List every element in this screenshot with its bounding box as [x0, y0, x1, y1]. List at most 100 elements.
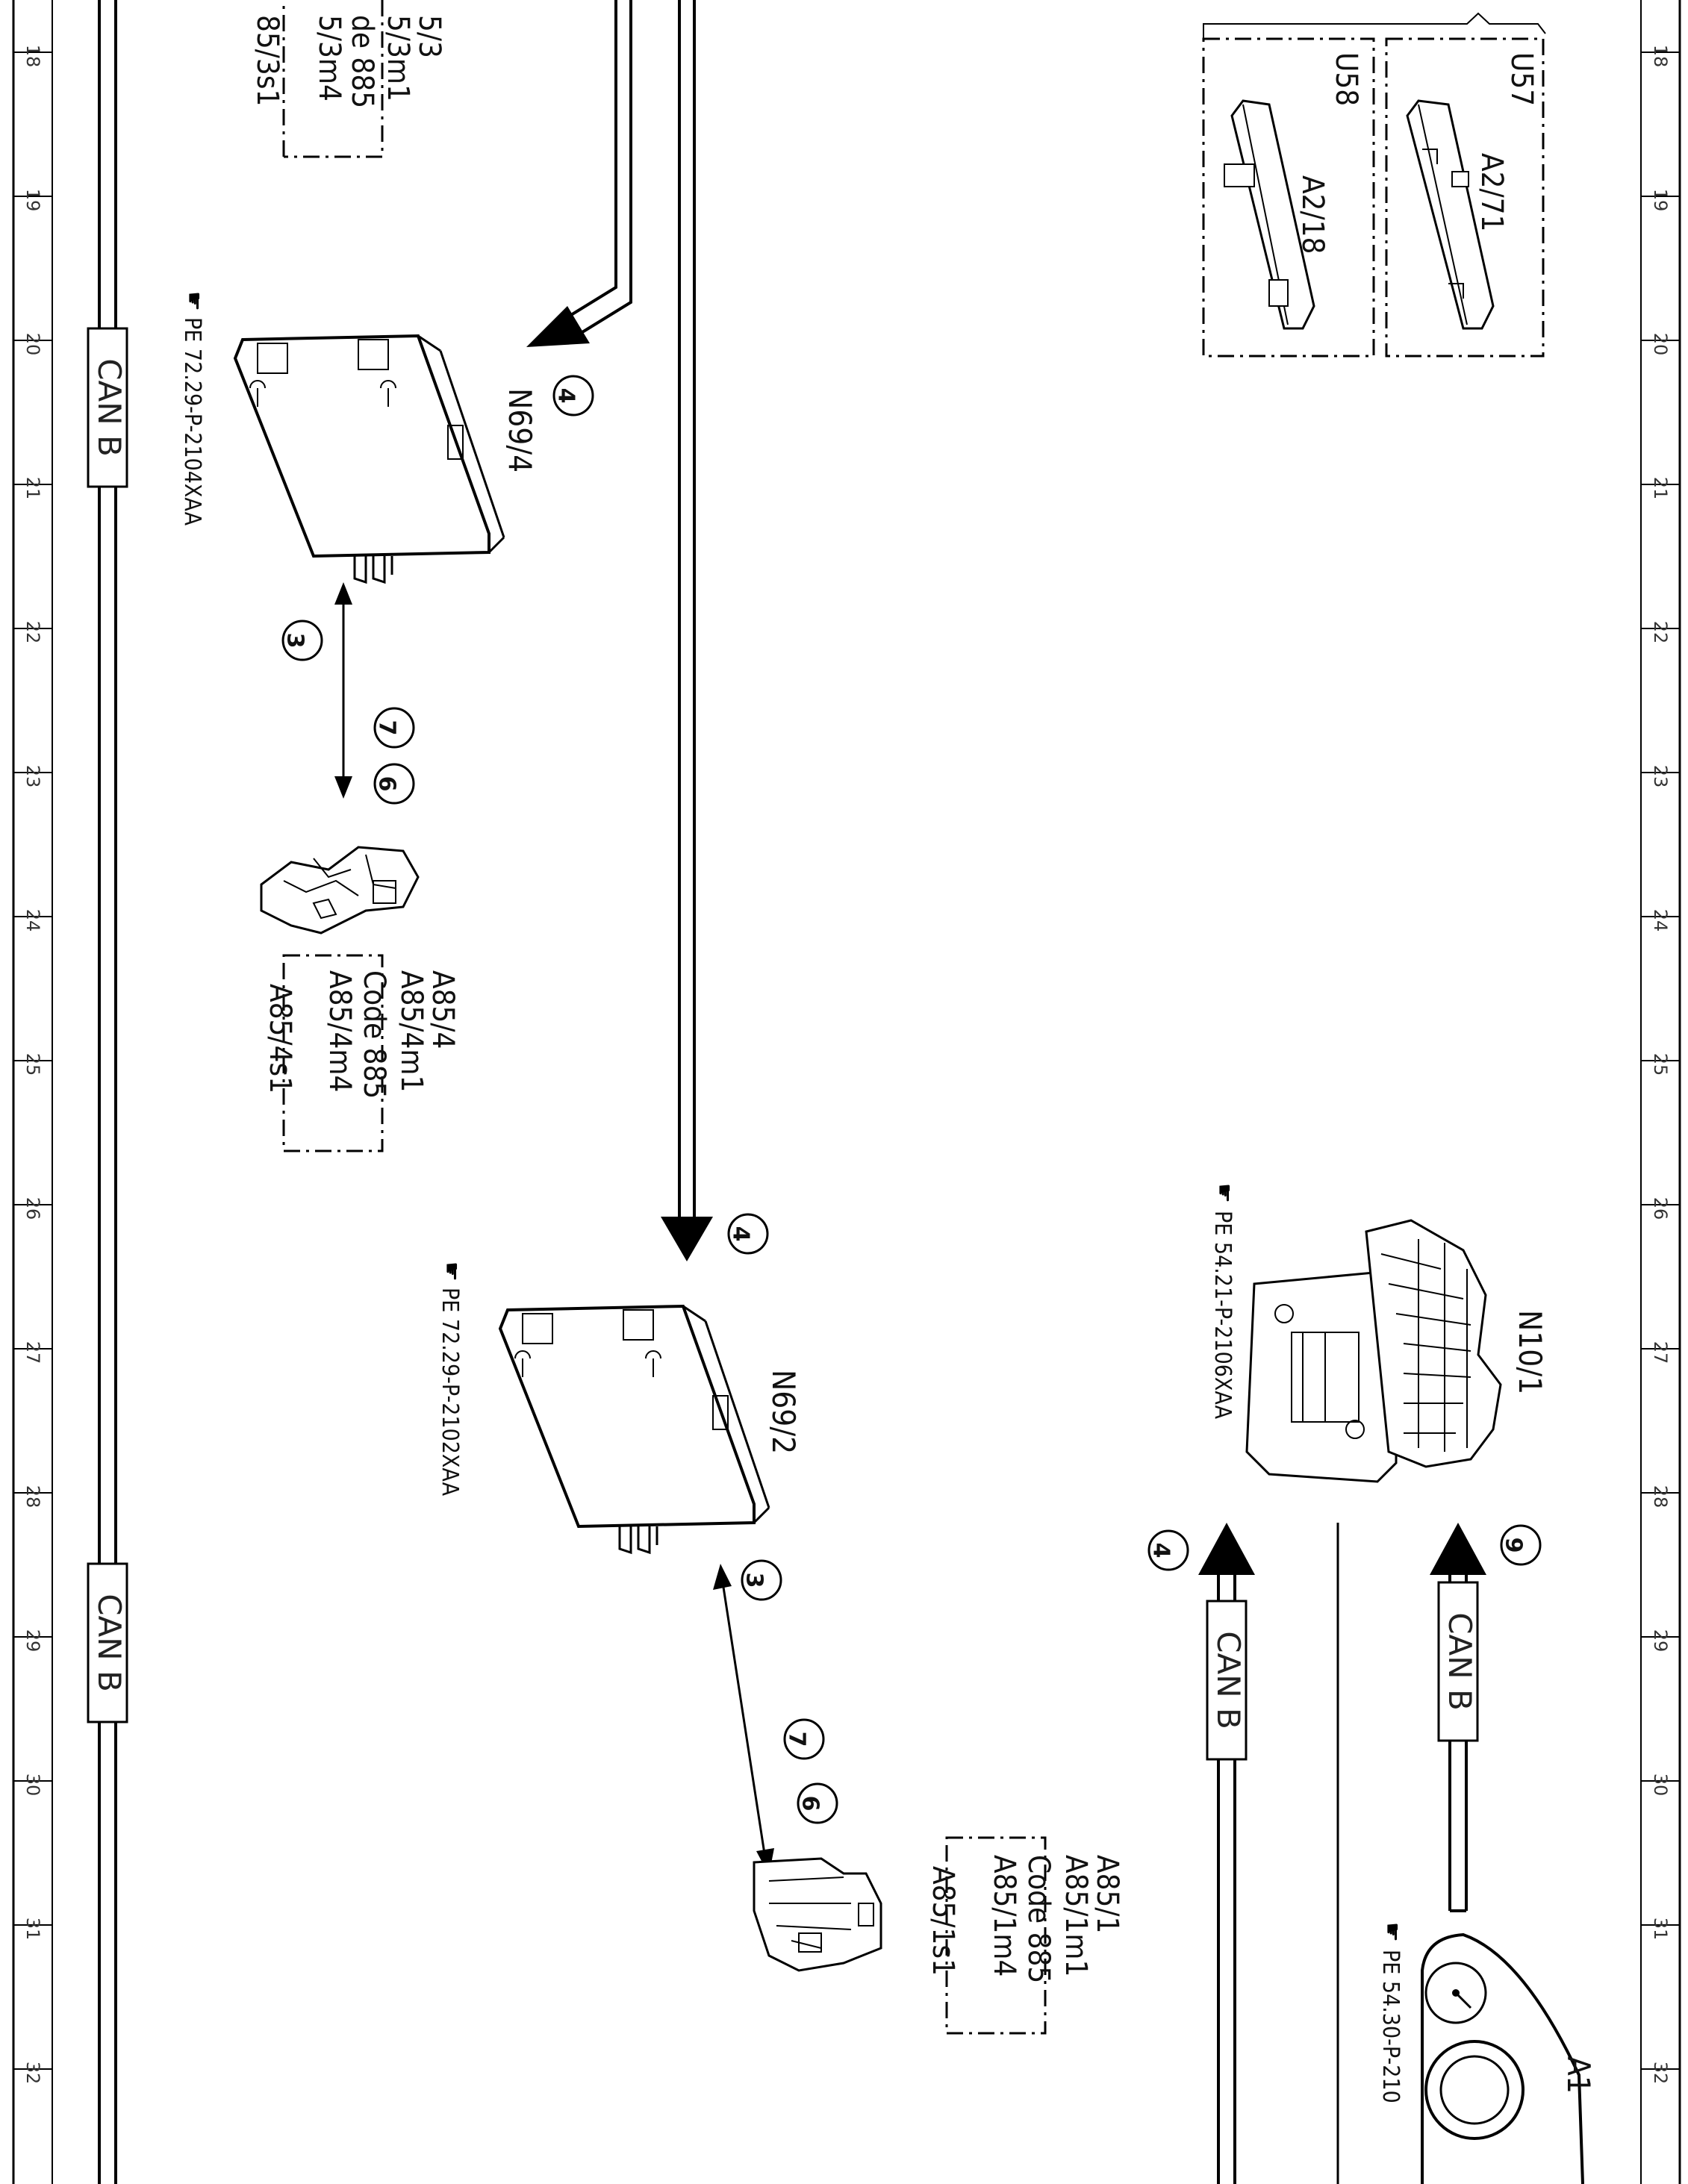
grid-number-right: 21 — [1650, 477, 1671, 500]
pe-ref-n10-1: ☛ PE 54.21-P-2106XAA — [1209, 1183, 1236, 1420]
a85-3-line5: 85/3s1 — [250, 15, 284, 106]
svg-text:6: 6 — [797, 1796, 823, 1812]
a85-1-line4: A85/1m4 — [987, 1855, 1021, 1976]
a85-3-block: 5/3 5/3m1 de 885 5/3m4 85/3s1 — [250, 0, 446, 158]
a85-3-code: de 885 — [345, 15, 379, 108]
svg-text:3: 3 — [741, 1573, 767, 1588]
actuator-a85-1 — [753, 1857, 882, 1972]
grid-number-right: 24 — [1650, 909, 1671, 932]
control-unit-n10-1: N10/1 ☛ PE 54.21-P-2106XAA — [1209, 1183, 1548, 1483]
grid-number-right: 19 — [1650, 189, 1671, 212]
a85-3-line4: 5/3m4 — [312, 15, 346, 102]
can-b-label-right-lower: CAN B — [1210, 1631, 1247, 1729]
u58-label: U58 — [1329, 52, 1363, 106]
sensor-a2-18-icon — [1224, 99, 1315, 330]
grid-number-right: 29 — [1650, 1629, 1671, 1653]
module-group-u57-u58: U58 A2/18 U57 A2/71 — [1202, 12, 1546, 358]
pe-ref-n69-4-text: PE 72.29-P-2104XAA — [179, 317, 205, 526]
a85-4-code: Code 885 — [357, 970, 391, 1099]
can-b-bus-right-single: CAN B — [1430, 1523, 1486, 1912]
pe-ref-n10-1-text: PE 54.21-P-2106XAA — [1209, 1211, 1236, 1420]
marker-4-top: 4 — [552, 375, 594, 416]
n10-1-label: N10/1 — [1512, 1310, 1548, 1394]
svg-text:6: 6 — [374, 776, 400, 792]
marker-4-mid: 4 — [727, 1213, 769, 1255]
grid-number-right: 32 — [1650, 2062, 1671, 2085]
can-b-bus-left: CAN B CAN B — [87, 0, 128, 2184]
marker-4-right: 4 — [1147, 1529, 1189, 1571]
sensor-a2-71-icon — [1406, 99, 1495, 330]
grid-number-right: 23 — [1650, 765, 1671, 788]
grid-number-left: 32 — [22, 2062, 43, 2085]
marker-9-right: 9 — [1500, 1524, 1542, 1566]
a85-3-line2: 5/3m1 — [381, 15, 415, 102]
a85-4-line5: A85/4s1 — [263, 984, 297, 1093]
a85-1-line5: A85/1s1 — [926, 1866, 960, 1976]
grid-number-left: 18 — [22, 45, 43, 68]
grid-number-left: 22 — [22, 621, 43, 644]
marker-7-lower: 7 — [783, 1718, 825, 1760]
gauge-small-icon — [1424, 1962, 1487, 2024]
can-b-label-left-upper: CAN B — [91, 358, 128, 457]
n69-4-label: N69/4 — [502, 388, 538, 472]
grid-number-right: 31 — [1650, 1918, 1671, 1941]
svg-text:7: 7 — [784, 1732, 810, 1747]
svg-text:4: 4 — [728, 1226, 754, 1242]
marker-3-lower: 3 — [741, 1559, 782, 1601]
can-b-label-left-lower: CAN B — [91, 1594, 128, 1692]
circle-markers: 4 3 7 6 4 3 7 6 — [281, 375, 1542, 1824]
grid-number-right: 27 — [1650, 1341, 1671, 1364]
grid-number-left: 27 — [22, 1341, 43, 1364]
grid-number-right: 18 — [1650, 45, 1671, 68]
a85-4-line2: A85/4m1 — [394, 970, 429, 1092]
grid-number-right: 25 — [1650, 1053, 1671, 1076]
svg-text:9: 9 — [1501, 1538, 1527, 1553]
svg-text:3: 3 — [282, 633, 308, 649]
pointing-hand-icon: ☛ — [1212, 1183, 1236, 1203]
control-unit-n69-2: N69/2 ☛ PE 72.29-P-2102XAA — [437, 1261, 802, 1555]
instrument-cluster-a1: A1 ☛ PE 54.30-P-210 — [1377, 1922, 1597, 2184]
pe-ref-n69-2-text: PE 72.29-P-2102XAA — [437, 1288, 463, 1497]
svg-text:7: 7 — [374, 720, 400, 736]
grid-number-left: 30 — [22, 1773, 43, 1797]
u57-label: U57 — [1504, 52, 1539, 106]
actuator-a85-4 — [260, 846, 420, 935]
grid-number-left: 24 — [22, 909, 43, 932]
grid-number-left: 25 — [22, 1053, 43, 1076]
a2-18-label: A2/18 — [1295, 175, 1330, 254]
a85-3-line1: 5/3 — [412, 15, 446, 58]
link-arrow-n69-2-a85-1 — [713, 1564, 774, 1875]
link-arrow-n69-4-a85-4 — [334, 582, 352, 799]
grid-number-left: 20 — [22, 333, 43, 356]
a85-1-line2: A85/1m1 — [1059, 1855, 1093, 1976]
marker-6-upper: 6 — [373, 763, 415, 805]
pe-ref-n69-2: ☛ PE 72.29-P-2102XAA — [437, 1261, 464, 1497]
a85-1-code: Code 885 — [1021, 1855, 1056, 1983]
grid-number-left: 31 — [22, 1918, 43, 1941]
pointing-hand-icon: ☛ — [181, 291, 206, 311]
pe-ref-n69-4: ☛ PE 72.29-P-2104XAA — [179, 291, 206, 526]
marker-6-lower: 6 — [797, 1782, 838, 1824]
pe-ref-a1-text: PE 54.30-P-210 — [1377, 1950, 1404, 2103]
a85-4-line1: A85/4 — [426, 970, 460, 1049]
can-b-bus-right: CAN B — [1198, 1523, 1255, 2184]
grid-number-left: 29 — [22, 1629, 43, 1653]
marker-3-upper: 3 — [281, 620, 323, 661]
grid-number-left: 19 — [22, 189, 43, 212]
n69-2-label: N69/2 — [765, 1370, 802, 1454]
svg-text:4: 4 — [553, 388, 579, 404]
marker-7-upper: 7 — [373, 707, 415, 749]
pointing-hand-icon: ☛ — [1380, 1922, 1404, 1942]
grid-number-left: 26 — [22, 1197, 43, 1220]
can-b-label-right-single: CAN B — [1442, 1612, 1478, 1711]
bus-arrow-to-n69-4 — [526, 0, 632, 347]
pe-ref-a1: ☛ PE 54.30-P-210 — [1377, 1922, 1404, 2103]
a1-label: A1 — [1560, 2056, 1597, 2094]
a85-4-block: A85/4 A85/4m1 Code 885 A85/4m4 A85/4s1 — [263, 954, 460, 1152]
svg-text:4: 4 — [1148, 1543, 1174, 1559]
control-unit-n69-4: N69/4 ☛ PE 72.29-P-2104XAA — [179, 291, 538, 584]
pointing-hand-icon: ☛ — [439, 1261, 464, 1282]
